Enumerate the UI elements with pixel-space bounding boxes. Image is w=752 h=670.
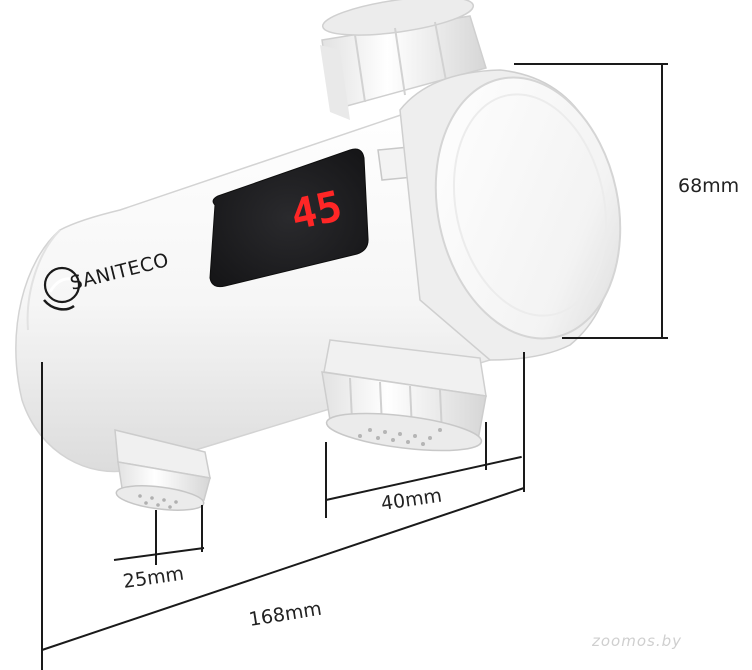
dimension-lines	[41, 63, 668, 670]
front-cap	[399, 69, 622, 361]
small-outlet-nozzle	[114, 429, 211, 511]
large-outlet-nozzle	[321, 339, 487, 452]
length-dimension-label: 168mm	[247, 598, 323, 631]
watermark: zoomos.by	[591, 632, 682, 650]
display-digits: 45	[287, 181, 347, 239]
top-outlet-dimension-label: 40mm	[380, 485, 444, 515]
height-dimension-label: 68mm	[678, 175, 739, 197]
top-inlet-nut	[320, 0, 487, 120]
temperature-display: 45	[209, 148, 369, 288]
bottom-outlet-dimension-label: 25mm	[122, 563, 186, 593]
